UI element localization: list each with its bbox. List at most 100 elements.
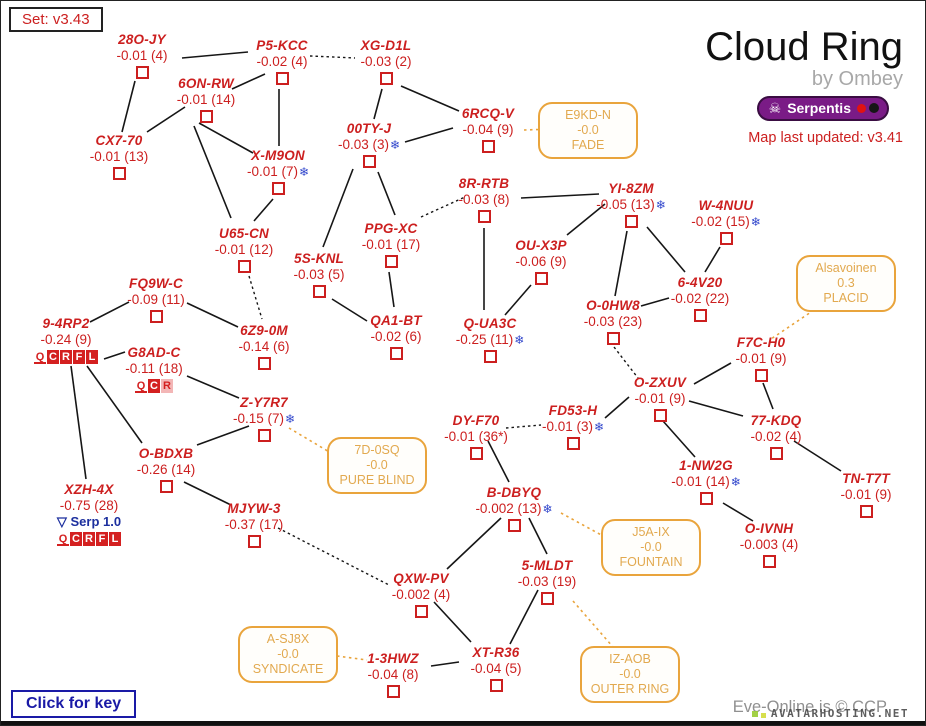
system-node-6z9-0m[interactable]: 6Z9-0M-0.14 (6)	[199, 323, 329, 370]
system-node-yi-8zm[interactable]: YI-8ZM-0.05 (13)❄	[566, 181, 696, 228]
system-marker[interactable]	[489, 679, 503, 692]
system-marker[interactable]	[653, 409, 667, 422]
system-node-dy-f70[interactable]: DY-F70-0.01 (36*)	[411, 413, 541, 460]
system-node-tn-t7t[interactable]: TN-T7T-0.01 (9)	[801, 471, 925, 518]
system-security-jumps: -0.003 (4)	[739, 537, 799, 552]
system-marker[interactable]	[606, 332, 620, 345]
system-marker[interactable]	[754, 369, 768, 382]
map-link	[446, 517, 502, 570]
system-security-jumps: -0.03 (19)	[517, 574, 577, 589]
system-name: QXW-PV	[393, 571, 449, 586]
system-name: O-0HW8	[586, 298, 640, 313]
system-marker[interactable]	[379, 72, 393, 85]
system-node-f7c-h0[interactable]: F7C-H0-0.01 (9)	[696, 335, 826, 382]
system-node-x-m9on[interactable]: X-M9ON-0.01 (7)❄	[213, 148, 343, 195]
system-marker[interactable]	[384, 255, 398, 268]
system-node-00ty-j[interactable]: 00TY-J-0.03 (3)❄	[304, 121, 434, 168]
system-node-z-y7r7[interactable]: Z-Y7R7-0.15 (7)❄	[199, 395, 329, 442]
map-link	[322, 168, 354, 248]
system-marker[interactable]	[312, 285, 326, 298]
system-marker[interactable]	[769, 447, 783, 460]
system-marker[interactable]	[386, 685, 400, 698]
click-for-key-button[interactable]: Click for key	[11, 690, 137, 718]
system-node-ppg-xc[interactable]: PPG-XC-0.01 (17)	[326, 221, 456, 268]
system-node-5s-knl[interactable]: 5S-KNL-0.03 (5)	[254, 251, 384, 298]
system-node-6-4v20[interactable]: 6-4V20-0.02 (22)	[635, 275, 765, 322]
system-marker[interactable]	[859, 505, 873, 518]
system-node-o-bdxb[interactable]: O-BDXB-0.26 (14)	[101, 446, 231, 493]
system-node-p5-kcc[interactable]: P5-KCC-0.02 (4)	[217, 38, 347, 85]
system-node-1-nw2g[interactable]: 1-NW2G-0.01 (14)❄	[641, 458, 771, 505]
system-node-q-ua3c[interactable]: Q-UA3C-0.25 (11)❄	[425, 316, 555, 363]
system-node-qxw-pv[interactable]: QXW-PV-0.002 (4)	[356, 571, 486, 618]
system-marker[interactable]	[362, 155, 376, 168]
map-link	[181, 51, 249, 59]
system-name: O-IVNH	[744, 521, 794, 536]
system-node-6rcq-v[interactable]: 6RCQ-V-0.04 (9)	[423, 106, 553, 153]
region-line: SYNDICATE	[252, 662, 324, 676]
system-marker[interactable]	[112, 167, 126, 180]
system-node-w-4nuu[interactable]: W-4NUU-0.02 (15)❄	[661, 198, 791, 245]
system-node-u65-cn[interactable]: U65-CN-0.01 (12)	[179, 226, 309, 273]
system-node-b-dbyq[interactable]: B-DBYQ-0.002 (13)❄	[449, 485, 579, 532]
system-marker[interactable]	[566, 437, 580, 450]
system-marker[interactable]	[483, 350, 497, 363]
system-node-1-3hwz[interactable]: 1-3HWZ-0.04 (8)	[328, 651, 458, 698]
system-security-jumps: -0.24 (9)	[40, 332, 92, 347]
system-node-ou-x3p[interactable]: OU-X3P-0.06 (9)	[476, 238, 606, 285]
system-marker[interactable]	[699, 492, 713, 505]
system-node-fq9w-c[interactable]: FQ9W-C-0.09 (11)	[91, 276, 221, 323]
system-marker[interactable]	[159, 480, 173, 493]
system-node-o-ivnh[interactable]: O-IVNH-0.003 (4)	[704, 521, 834, 568]
system-node-xg-d1l[interactable]: XG-D1L-0.03 (2)	[321, 38, 451, 85]
system-marker[interactable]	[237, 260, 251, 273]
system-security-jumps: -0.26 (14)	[136, 462, 196, 477]
system-marker[interactable]	[257, 357, 271, 370]
system-security-jumps: -0.37 (17)	[224, 517, 284, 532]
system-marker[interactable]	[507, 519, 521, 532]
service-badge-r: R	[83, 532, 95, 546]
black-dot-icon	[869, 103, 879, 113]
system-marker[interactable]	[275, 72, 289, 85]
system-node-cx7-70[interactable]: CX7-70-0.01 (13)	[54, 133, 184, 180]
system-marker[interactable]	[135, 66, 149, 79]
system-marker[interactable]	[199, 110, 213, 123]
system-marker[interactable]	[762, 555, 776, 568]
system-marker[interactable]	[693, 309, 707, 322]
system-node-mjyw-3[interactable]: MJYW-3-0.37 (17)	[189, 501, 319, 548]
system-marker[interactable]	[414, 605, 428, 618]
system-marker[interactable]	[719, 232, 733, 245]
system-marker[interactable]	[534, 272, 548, 285]
system-node-o-0hw8[interactable]: O-0HW8-0.03 (23)	[548, 298, 678, 345]
system-node-77-kdq[interactable]: 77-KDQ-0.02 (4)	[711, 413, 841, 460]
system-node-8r-rtb[interactable]: 8R-RTB-0.03 (8)	[419, 176, 549, 223]
system-node-28o-jy[interactable]: 28O-JY-0.01 (4)	[77, 32, 207, 79]
system-marker[interactable]	[624, 215, 638, 228]
system-marker[interactable]	[540, 592, 554, 605]
region-line: FADE	[571, 138, 605, 152]
system-node-5-mldt[interactable]: 5-MLDT-0.03 (19)	[482, 558, 612, 605]
system-marker[interactable]	[149, 310, 163, 323]
system-name: 28O-JY	[118, 32, 166, 47]
system-node-qa1-bt[interactable]: QA1-BT-0.02 (6)	[331, 313, 461, 360]
system-marker[interactable]	[247, 535, 261, 548]
system-node-fd53-h[interactable]: FD53-H-0.01 (3)❄	[508, 403, 638, 450]
system-node-o-zxuv[interactable]: O-ZXUV-0.01 (9)	[595, 375, 725, 422]
system-marker[interactable]	[389, 347, 403, 360]
system-node-xt-r36[interactable]: XT-R36-0.04 (5)	[431, 645, 561, 692]
system-marker[interactable]	[257, 429, 271, 442]
system-marker[interactable]	[271, 182, 285, 195]
system-node-6on-rw[interactable]: 6ON-RW-0.01 (14)	[141, 76, 271, 123]
system-marker[interactable]	[477, 210, 491, 223]
system-marker[interactable]	[481, 140, 495, 153]
system-marker[interactable]	[469, 447, 483, 460]
